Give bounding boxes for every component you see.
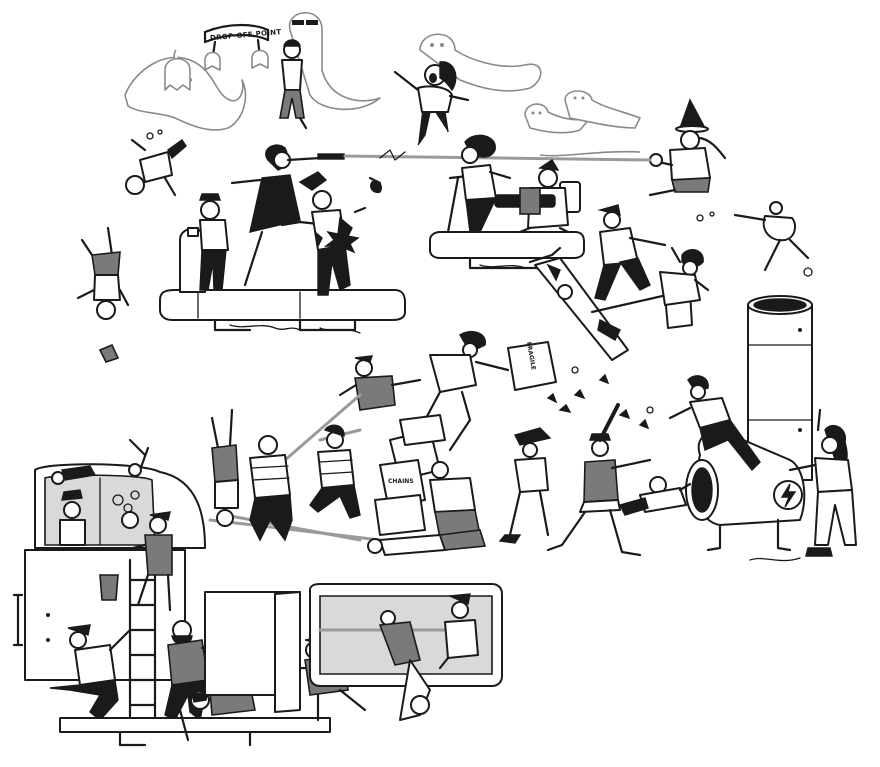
woman-standing-far-right [788, 408, 857, 557]
running-man-right [594, 204, 667, 301]
man-diving-into-cannon [618, 476, 692, 516]
leaping-woman-tower [668, 375, 761, 472]
screaming-woman-floating [393, 61, 470, 146]
ladder-icon [128, 558, 157, 722]
upside-down-man-middle [210, 408, 239, 527]
upside-down-falling-man [76, 226, 130, 363]
baseball-batter [546, 403, 652, 557]
heavy-gunner [494, 159, 581, 234]
wild-hair-woman-on-scooter [461, 134, 512, 233]
drop-off-point-sign: DROP-OFF POINT [203, 23, 282, 71]
crouching-man-window [438, 593, 479, 670]
bandana-guy-kicking [49, 624, 132, 721]
tumbling-man-top-left [125, 129, 187, 197]
ghost-small-left [164, 57, 191, 91]
laser-beam-top [343, 149, 652, 162]
man-in-dome-hat [59, 489, 86, 546]
bottom-left-platform [59, 717, 331, 747]
box-label-fragile: FRAGILE [525, 341, 537, 370]
man-hit-by-explosion [298, 171, 382, 296]
left-hover-platform [159, 227, 406, 334]
worker-on-ladder [99, 511, 173, 612]
jumping-man-far-right [696, 201, 813, 277]
ghost-with-sunglasses [288, 11, 381, 111]
bucket-icon [99, 574, 119, 601]
fragile-box: FRAGILE [507, 341, 557, 391]
crouching-woman-right [659, 246, 710, 306]
sign-text: DROP-OFF POINT [210, 28, 282, 42]
cowboy-hat-woman [498, 427, 552, 544]
person-lying-ground [367, 529, 487, 556]
ghost-long-tail [419, 33, 542, 92]
explosion-burst [323, 216, 360, 258]
falling-boxes-stack: CHAINS [374, 414, 446, 536]
acrobat-in-window [378, 610, 431, 721]
launch-cannon [685, 429, 806, 562]
captain-at-controls [199, 193, 229, 291]
running-striped-man [309, 424, 361, 519]
striped-wrestler [249, 435, 293, 542]
witch [648, 98, 727, 197]
man-on-dome-roof [51, 438, 150, 485]
witch-hat-icon [679, 98, 707, 129]
tall-pipe-tower [747, 295, 813, 481]
debris-particles [546, 366, 654, 430]
flying-shirt-man [338, 355, 422, 411]
box-label-chains: CHAINS [388, 478, 414, 485]
man-carried-by-ghost [279, 39, 308, 130]
woman-tossed-by-box [423, 330, 510, 422]
man-in-dome-splash [112, 490, 140, 529]
bearded-brawler [164, 620, 230, 722]
ghost-pair-right [524, 90, 641, 157]
woman-in-black-dress-shooting [230, 144, 345, 287]
